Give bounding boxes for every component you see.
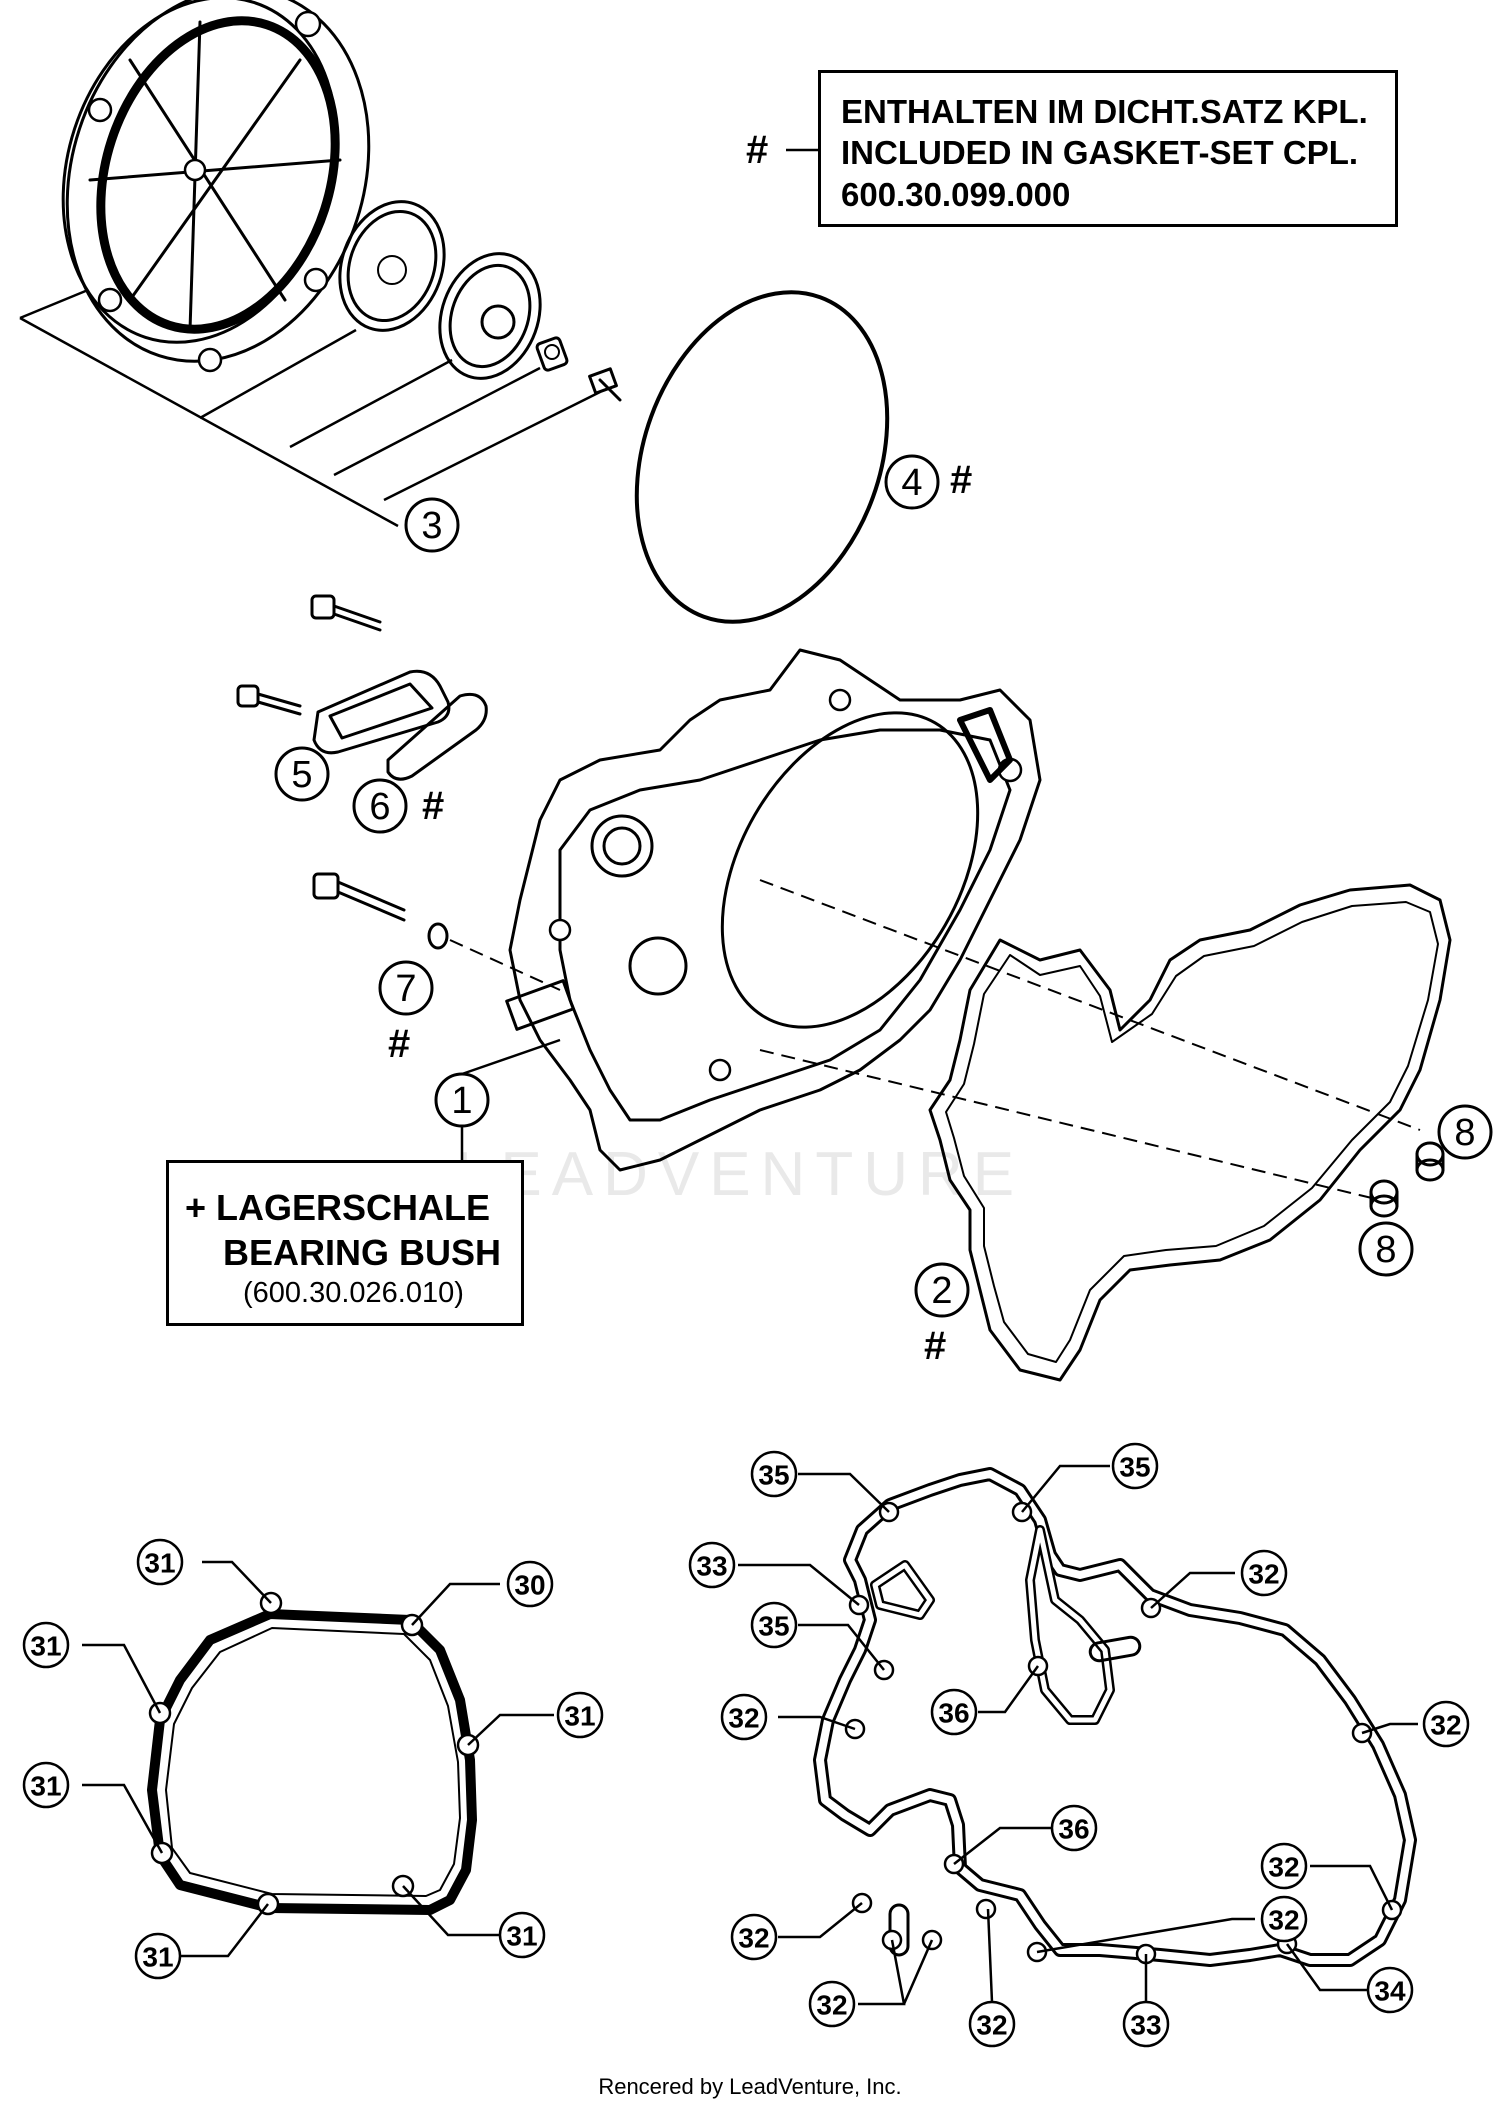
gasket-note-symbol: # [746, 128, 769, 172]
callout-35-top-left: 35 [758, 1460, 789, 1491]
dowel-pin-upper [1415, 1141, 1445, 1182]
hash-item-6: # [422, 784, 445, 828]
bearing-note-line-1: + LAGERSCHALE [185, 1187, 491, 1228]
cover-gasket-leaders [82, 1560, 554, 1958]
callout-31-bottom-right: 31 [506, 1921, 537, 1952]
callout-31-left-lower: 31 [30, 1771, 61, 1802]
callout-31-left-upper: 31 [30, 1631, 61, 1662]
o-ring [634, 290, 890, 624]
hash-item-4: # [950, 458, 973, 502]
callouts-main: 3 4 5 6 7 1 8 8 2 [291, 462, 1475, 1312]
bolt-lower [236, 684, 302, 716]
dowel-pin-lower [1369, 1179, 1399, 1218]
callout-item-8-upper: 8 [1454, 1112, 1475, 1154]
callouts-cover-gasket: 31 30 31 31 31 31 31 [30, 1548, 595, 1973]
plate-gasket [386, 692, 488, 781]
callout-32-right: 32 [1430, 1710, 1461, 1741]
callout-item-5: 5 [291, 754, 312, 796]
hash-item-7: # [388, 1022, 411, 1066]
callout-item-4: 4 [901, 462, 922, 504]
callout-32-lower-left: 32 [738, 1923, 769, 1954]
callout-32-upper-right: 32 [1248, 1559, 1279, 1590]
axis-line-7 [449, 939, 561, 991]
bolt-item-7 [312, 872, 449, 950]
nut [535, 336, 569, 372]
crankcase-gasket [813, 1467, 1417, 1967]
crankcase-gasket-leaders [738, 1464, 1418, 2006]
gasket-note-line-2: INCLUDED IN GASKET-SET CPL. [841, 134, 1359, 172]
watermark: LEADVENTURE [456, 1140, 1024, 1209]
callout-32-lower-center: 32 [1268, 1905, 1299, 1936]
item-3-leaders [19, 288, 601, 528]
callout-item-2: 2 [931, 1270, 952, 1312]
seal-plate [338, 200, 446, 332]
callout-30: 30 [514, 1570, 545, 1601]
callout-33-bottom: 33 [1130, 2010, 1161, 2041]
callout-item-3: 3 [421, 505, 442, 547]
callout-32-lower-right: 32 [1268, 1852, 1299, 1883]
gasket-set-note: ENTHALTEN IM DICHT.SATZ KPL. INCLUDED IN… [818, 70, 1398, 227]
callout-31-bottom-left: 31 [142, 1942, 173, 1973]
cover-plate [312, 669, 451, 755]
screw [588, 367, 622, 402]
bearing-note-line-2: BEARING BUSH [223, 1232, 502, 1273]
callout-32-bottom-center: 32 [976, 2010, 1007, 2041]
callout-item-7: 7 [395, 968, 416, 1010]
callout-36-center: 36 [938, 1698, 969, 1729]
callout-32-bottom-left: 32 [816, 1990, 847, 2021]
callout-31-top: 31 [144, 1548, 175, 1579]
gasket-item-2-inner [945, 901, 1439, 1363]
cover-disc [438, 252, 542, 380]
callout-item-6: 6 [369, 786, 390, 828]
callout-34: 34 [1374, 1976, 1406, 2007]
gasket-note-line-1: ENTHALTEN IM DICHT.SATZ KPL. [841, 93, 1368, 130]
cover-gasket-ring [147, 1591, 480, 1916]
callout-31-right: 31 [564, 1701, 595, 1732]
callout-35-left: 35 [758, 1611, 789, 1642]
axis-line-8a [759, 879, 1421, 1131]
bolt-upper [310, 594, 382, 632]
callout-item-8-lower: 8 [1375, 1229, 1396, 1271]
generator-cover [61, 0, 371, 373]
crankcase-cover [505, 648, 1042, 1172]
callout-35-top-right: 35 [1119, 1452, 1150, 1483]
callout-33-upper: 33 [696, 1551, 727, 1582]
hash-item-2: # [924, 1324, 947, 1368]
gasket-note-line-3: 600.30.099.000 [841, 175, 1071, 213]
callout-circles [22, 454, 1493, 2048]
callout-item-1: 1 [451, 1080, 472, 1122]
bearing-bush-note: + LAGERSCHALE BEARING BUSH (600.30.026.0… [166, 1160, 524, 1326]
axis-line-8b [759, 1049, 1381, 1201]
gasket-item-2 [928, 883, 1452, 1382]
main-leaders [460, 148, 818, 1160]
callout-36-lower: 36 [1058, 1814, 1089, 1845]
bearing-note-line-3: (600.30.026.010) [243, 1277, 464, 1309]
callout-32-left: 32 [728, 1703, 759, 1734]
footer-credit: Rencered by LeadVenture, Inc. [598, 2074, 902, 2099]
callouts-crankcase-gasket: 35 35 33 32 35 36 32 32 36 32 32 32 32 3… [696, 1452, 1461, 2041]
